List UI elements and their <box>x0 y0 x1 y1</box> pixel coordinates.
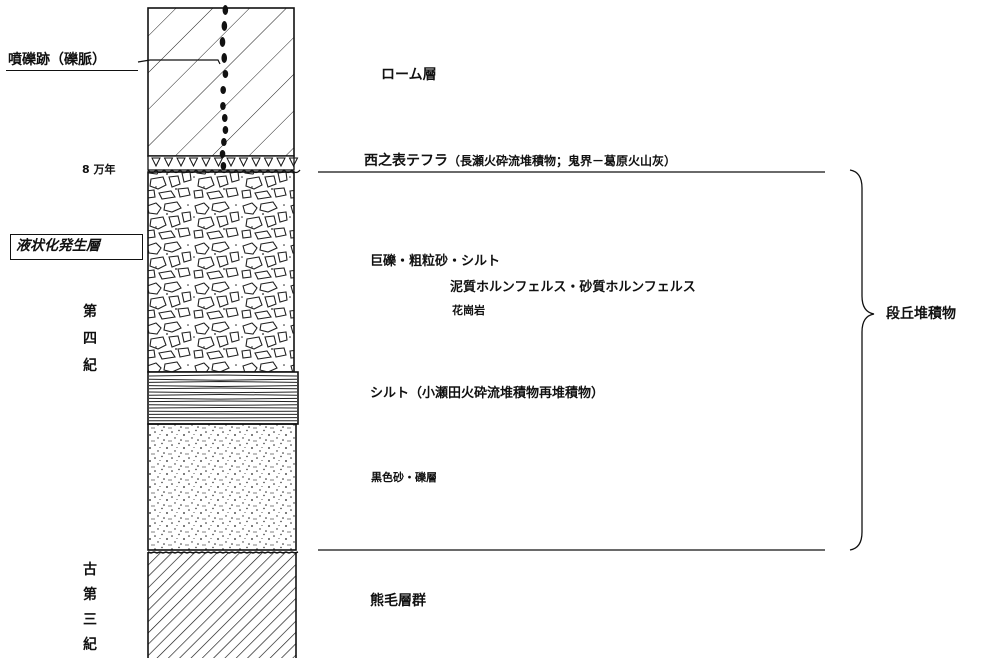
black-sand-layer <box>147 423 297 551</box>
liquefaction-layer-label: 液状化発生層 <box>10 234 143 260</box>
loam-layer <box>147 7 295 157</box>
gravel-layer <box>147 171 295 373</box>
quaternary-char-1: 第 <box>83 304 97 320</box>
quaternary-char-2: 四 <box>83 331 97 347</box>
tephra-label: 西之表テフラ <box>364 153 448 169</box>
tephra-label-row: 西之表テフラ（長瀬火砕流堆積物；鬼界－葛原火山灰） <box>364 150 676 170</box>
granite-label: 花崗岩 <box>452 304 485 317</box>
silt-layer-label: シルト（小瀬田火砕流堆積物再堆積物） <box>370 386 605 401</box>
paleogene-char-4: 紀 <box>83 637 97 653</box>
kumage-group-label: 熊毛層群 <box>370 593 426 609</box>
paleogene-char-1: 古 <box>83 562 97 578</box>
paleogene-char-3: 三 <box>83 612 97 628</box>
gravel-sand-silt-label: 巨礫・粗粒砂・シルト <box>370 254 501 269</box>
kumage-group-layer <box>147 551 299 658</box>
terrace-deposits-label: 段丘堆積物 <box>886 306 956 322</box>
quaternary-char-3: 紀 <box>83 358 97 374</box>
tephra-layer <box>147 155 301 174</box>
hornfels-label: 泥質ホルンフェルス・砂質ホルンフェルス <box>450 280 696 295</box>
tephra-note: （長瀬火砕流堆積物；鬼界－葛原火山灰） <box>448 154 677 168</box>
vent-leader-line <box>137 59 221 65</box>
gravel-vein <box>219 5 229 170</box>
loam-label: ローム層 <box>381 67 437 83</box>
age-label: 8 万年 <box>82 163 116 176</box>
terrace-brace <box>849 169 875 551</box>
vent-trace-label: 噴礫跡（礫脈） <box>8 52 106 68</box>
vent-label-underline <box>6 70 138 71</box>
black-sand-label: 黒色砂・礫層 <box>371 471 437 484</box>
paleogene-char-2: 第 <box>83 587 97 603</box>
silt-layer <box>147 371 299 425</box>
